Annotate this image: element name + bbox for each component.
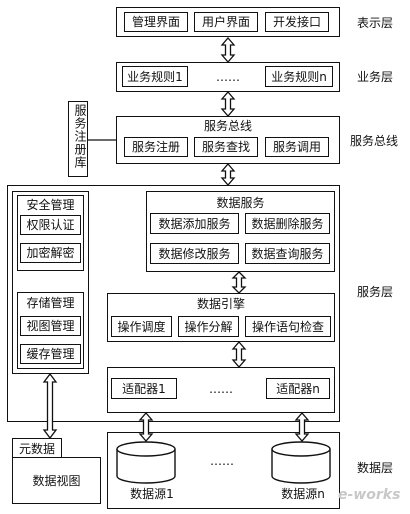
- user-ui-box: 用户界面: [194, 12, 258, 32]
- adapter-n-label: 适配器n: [276, 381, 320, 396]
- view-management-label: 视图管理: [26, 319, 75, 333]
- data-delete-box: 数据删除服务: [245, 213, 330, 234]
- business-layer-label: 业务层: [357, 70, 394, 84]
- adapter-ellipsis: ……: [209, 381, 233, 396]
- arrow-engine-adapters: [231, 341, 247, 368]
- arrow-adapter-sourcen: [294, 412, 310, 442]
- cache-management-box: 缓存管理: [20, 344, 81, 364]
- arrow-presentation-business: [220, 37, 236, 63]
- security-management: [17, 195, 84, 271]
- presentation-layer: [116, 7, 340, 37]
- adapter-group: [107, 367, 335, 413]
- data-source-1-label: 数据源1: [130, 487, 174, 501]
- service-lookup-label: 服务查找: [201, 140, 250, 154]
- adapter-1-label: 适配器1: [122, 381, 166, 396]
- adapter-1-box: 适配器1: [111, 378, 177, 399]
- management-ui-box: 管理界面: [124, 12, 188, 32]
- service-registry-box: 服务注册库: [68, 101, 88, 177]
- business-rule-n-box: 业务规则n: [265, 66, 333, 87]
- storage-title: 存储管理: [26, 296, 75, 310]
- business-rule-1-box: 业务规则1: [122, 66, 188, 87]
- service-invoke-box: 服务调用: [265, 137, 329, 157]
- data-layer-label: 数据层: [357, 461, 394, 475]
- arrow-business-bus: [220, 91, 236, 117]
- cache-management-label: 缓存管理: [26, 347, 75, 361]
- management-ui-label: 管理界面: [131, 15, 180, 29]
- metadata-tab: 元数据: [12, 438, 62, 458]
- user-ui-label: 用户界面: [201, 15, 250, 29]
- op-schedule-label: 操作调度: [117, 319, 166, 334]
- service-layer-label: 服务层: [357, 285, 394, 299]
- op-schedule-box: 操作调度: [111, 316, 172, 337]
- data-engine: [107, 293, 335, 342]
- data-source-n-cylinder: [271, 441, 331, 484]
- business-ellipsis: ……: [216, 69, 240, 84]
- e-works-watermark: e-works: [338, 487, 401, 503]
- presentation-layer-label: 表示层: [357, 16, 394, 30]
- service-register-box: 服务注册: [124, 137, 188, 157]
- data-source-1-cylinder: [116, 441, 176, 484]
- service-bus-title: 服务总线: [203, 119, 252, 133]
- metadata-box: 数据视图: [12, 457, 101, 504]
- service-invoke-label: 服务调用: [272, 140, 321, 154]
- auth-label: 权限认证: [26, 218, 75, 232]
- management-column: [12, 191, 89, 374]
- op-decompose-box: 操作分解: [178, 316, 239, 337]
- service-layer: [7, 185, 340, 422]
- data-view-label: 数据视图: [32, 473, 81, 488]
- op-decompose-label: 操作分解: [184, 319, 233, 334]
- data-query-box: 数据查询服务: [245, 243, 330, 264]
- data-delete-label: 数据删除服务: [251, 216, 324, 231]
- data-layer: [107, 432, 340, 509]
- adapter-n-box: 适配器n: [266, 378, 330, 399]
- data-add-box: 数据添加服务: [150, 213, 239, 234]
- auth-box: 权限认证: [20, 215, 81, 235]
- data-modify-box: 数据修改服务: [150, 243, 239, 264]
- service-registry-label: 服务注册库: [73, 104, 87, 169]
- service-register-label: 服务注册: [131, 140, 180, 154]
- arrow-adapter-source1: [138, 412, 154, 442]
- op-check-box: 操作语句检查: [245, 316, 331, 337]
- data-add-label: 数据添加服务: [158, 216, 231, 231]
- arrow-storage-metadata: [42, 372, 58, 440]
- data-source-n-label: 数据源n: [281, 487, 325, 501]
- dev-interface-box: 开发接口: [265, 12, 329, 32]
- arrow-dataservice-engine: [231, 271, 247, 294]
- encryption-box: 加密解密: [20, 243, 81, 263]
- data-modify-label: 数据修改服务: [158, 246, 231, 261]
- view-management-box: 视图管理: [20, 316, 81, 336]
- arrow-bus-service: [220, 163, 236, 186]
- business-rule-1-label: 业务规则1: [127, 69, 183, 84]
- business-rule-n-label: 业务规则n: [271, 69, 327, 84]
- data-source-ellipsis: ……: [210, 454, 234, 468]
- security-title: 安全管理: [26, 198, 75, 212]
- op-check-label: 操作语句检查: [251, 319, 324, 334]
- storage-management: [17, 292, 84, 369]
- data-service: [146, 191, 335, 272]
- service-bus-layer-label: 服务总线: [350, 134, 399, 148]
- data-service-title: 数据服务: [216, 196, 265, 210]
- metadata-title: 元数据: [18, 441, 55, 456]
- service-lookup-box: 服务查找: [194, 137, 258, 157]
- data-query-label: 数据查询服务: [251, 246, 324, 261]
- dev-interface-label: 开发接口: [272, 15, 321, 29]
- data-engine-title: 数据引擎: [196, 297, 245, 311]
- encryption-label: 加密解密: [26, 246, 75, 260]
